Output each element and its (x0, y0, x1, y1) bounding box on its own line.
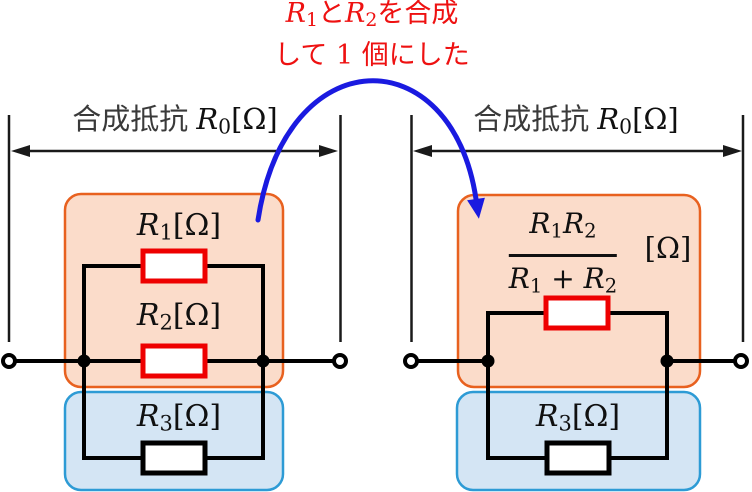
combined-resistance-formula: R1R2 R1 + R2 (508, 204, 618, 305)
annotation-line-2: して 1 個にした (274, 40, 470, 72)
junction-dot (77, 354, 91, 368)
junction-dot (256, 354, 270, 368)
right-span-arrowhead-right (723, 145, 742, 157)
terminal-left-circuit-b (332, 353, 348, 369)
right-circuit (403, 295, 749, 476)
resistor-r2 (140, 343, 208, 379)
right-span-arrow (413, 145, 742, 157)
junction-dot (660, 354, 674, 368)
left-span-arrow (11, 145, 338, 157)
left-span-label: 合成抵抗 R0[Ω] (72, 102, 278, 139)
r3-label-left: R3[Ω] (136, 399, 222, 436)
formula-numerator: R1R2 (508, 204, 618, 258)
left-span-arrowhead-left (11, 145, 30, 157)
combined-resistance-unit: [Ω] (644, 231, 692, 265)
formula-denominator: R1 + R2 (508, 262, 618, 298)
junction-dot (481, 354, 495, 368)
r3-label-right: R3[Ω] (535, 399, 621, 436)
right-span-arrowhead-left (413, 145, 432, 157)
terminal-right-circuit-b (733, 353, 749, 369)
terminal-right-circuit-a (403, 353, 419, 369)
merge-arrow (255, 78, 485, 223)
resistor-r3-right (544, 440, 612, 476)
r1-label: R1[Ω] (136, 208, 222, 245)
merge-arrow-curve (255, 78, 479, 223)
left-circuit (1, 248, 348, 476)
left-pair-highlight-box (63, 192, 285, 389)
merge-arrowhead (467, 197, 485, 219)
annotation-heading: R1とR2を合成 して 1 個にした (274, 0, 470, 73)
right-span-label: 合成抵抗 R0[Ω] (473, 102, 679, 139)
left-span-arrowhead-right (319, 145, 338, 157)
resistor-combined (543, 295, 611, 331)
r2-label: R2[Ω] (136, 298, 222, 335)
annotation-line-1: R1とR2を合成 (285, 0, 459, 32)
terminal-left-circuit-a (1, 353, 17, 369)
resistor-r1 (140, 248, 208, 284)
right-pair-highlight-box (456, 193, 702, 389)
resistor-r3-left (140, 440, 208, 476)
